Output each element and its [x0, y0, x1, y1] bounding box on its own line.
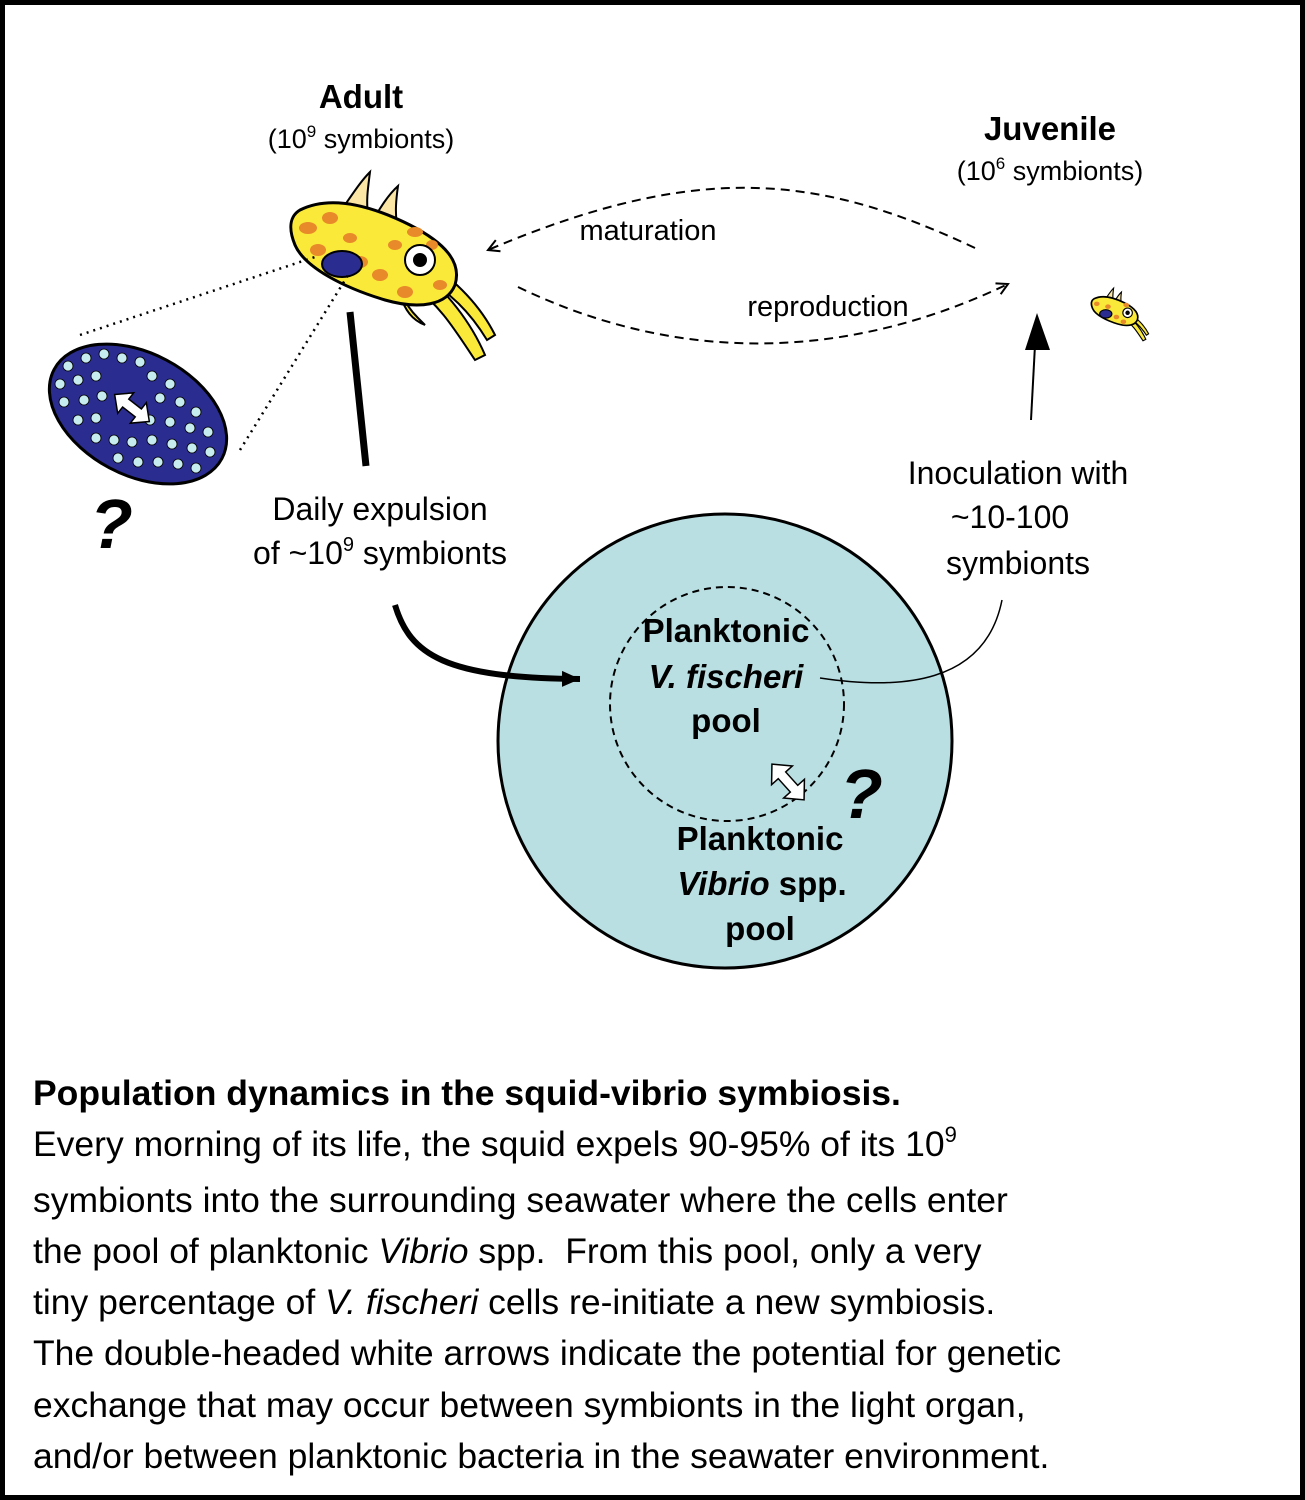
inoculation-arrowhead: [1025, 313, 1050, 350]
inoculation-label-line2: ~10-100: [951, 499, 1069, 535]
light-organ-enlarged: [47, 342, 229, 486]
seawater-pool: [496, 512, 954, 970]
expulsion-line: [346, 311, 370, 467]
zoom-line-lower: [238, 271, 352, 451]
question-mark-light-organ: ?: [90, 485, 133, 563]
expulsion-label-line2: of ~109 symbionts: [253, 534, 507, 571]
inoculation-curve: [819, 599, 1003, 684]
expulsion-label-line1: Daily expulsion: [272, 491, 487, 527]
caption-line-3: the pool of planktonic Vibrio spp. From …: [33, 1230, 982, 1271]
caption-line-5: The double-headed white arrows indicate …: [33, 1333, 1062, 1374]
caption-line-7: and/or between planktonic bacteria in th…: [33, 1436, 1050, 1477]
adult-squid: [289, 169, 497, 362]
inoculation-label-line3: symbionts: [946, 545, 1090, 581]
figure-caption: Population dynamics in the squid-vibrio …: [33, 1068, 1283, 1482]
juvenile-title: Juvenile: [984, 110, 1116, 147]
expulsion-arrow: [392, 604, 581, 687]
inner-pool-line2: V. fischeri: [649, 658, 805, 695]
adult-title: Adult: [319, 78, 403, 115]
caption-line-2: symbionts into the surrounding seawater …: [33, 1179, 1008, 1220]
zoom-line-upper: [79, 254, 319, 337]
inoculation-line: [1030, 344, 1036, 421]
maturation-arrow: [488, 186, 976, 250]
question-mark-pool: ?: [840, 755, 883, 833]
reproduction-label: reproduction: [747, 291, 908, 323]
inoculation-label-line1: Inoculation with: [908, 455, 1129, 491]
outer-pool-line2: Vibrio spp.: [677, 865, 846, 902]
caption-line-4: tiny percentage of V. fischeri cells re-…: [33, 1282, 996, 1323]
caption-line-1: Every morning of its life, the squid exp…: [33, 1122, 957, 1165]
reproduction-arrow: [517, 284, 1008, 345]
maturation-label: maturation: [579, 215, 716, 247]
outer-pool-line1: Planktonic: [677, 820, 844, 857]
double-arrow-pool: [770, 763, 806, 801]
inner-pool-line3: pool: [691, 702, 761, 739]
caption-line-6: exchange that may occur between symbiont…: [33, 1384, 1026, 1425]
outer-pool-line3: pool: [725, 910, 795, 947]
juvenile-count: (106 symbionts): [957, 154, 1144, 186]
double-arrow-light-organ: [113, 391, 151, 425]
adult-count: (109 symbionts): [268, 122, 455, 154]
inner-pool-line1: Planktonic: [643, 612, 810, 649]
symbiont-dots: [54, 348, 216, 474]
juvenile-squid: [1090, 286, 1150, 342]
symbiosis-diagram: ? ? Adult (109 symbionts) Juvenile (106 …: [47, 78, 1150, 970]
caption-title: Population dynamics in the squid-vibrio …: [33, 1073, 901, 1113]
vfischeri-pool-boundary: [609, 586, 845, 822]
